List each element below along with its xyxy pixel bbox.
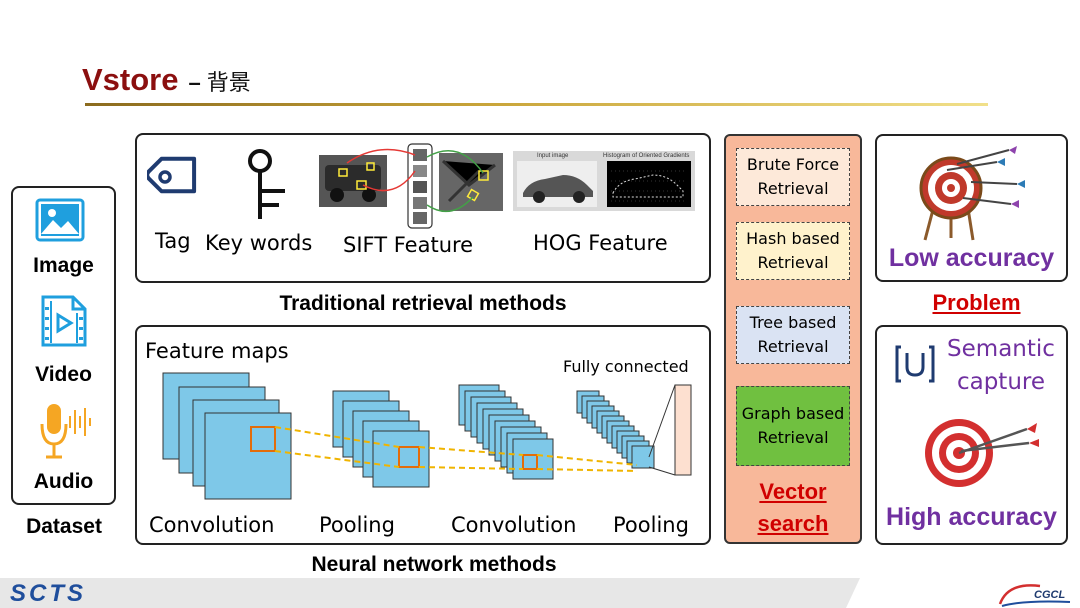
hog-histogram-caption: Histogram of Oriented Gradients [603, 153, 690, 159]
hog-input-caption: Input image [537, 153, 569, 159]
semantic-capture-icon [895, 345, 935, 383]
fully-connected-label: Fully connected [563, 357, 689, 376]
scts-logo: SCTS [10, 580, 87, 607]
feature-tag-label: Tag [155, 229, 191, 253]
high-accuracy-label: High accuracy [886, 503, 1057, 531]
vector-search-label-line2: search [757, 511, 829, 536]
hog-visualization [517, 161, 691, 207]
stage-convolution-1: Convolution [149, 513, 275, 537]
semantic-line2: capture [956, 369, 1046, 395]
hog-feature-image: Input image Histogram of Oriented Gradie… [513, 151, 695, 211]
feature-hog-label: HOG Feature [533, 231, 668, 255]
cgcl-logo-swoosh [998, 584, 1071, 607]
dataset-panel: Image Video Audio [11, 186, 116, 505]
title-subtitle: 背景 [206, 71, 251, 96]
traditional-panel: Input image Histogram of Oriented Gradie… [135, 133, 711, 283]
image-icon [35, 198, 85, 242]
sift-feature-image [319, 143, 503, 229]
dataset-item-image: Image [33, 254, 94, 277]
vector-search-label: Vector search [726, 476, 860, 540]
retrieval-graph-based: Graph based Retrieval [736, 386, 850, 466]
microphone-icon [40, 404, 91, 459]
video-icon [41, 295, 87, 347]
title-underline [85, 103, 988, 106]
title-text: Vstore [82, 62, 179, 97]
problem-panel: Low accuracy [875, 134, 1068, 282]
target-arrows-icon [919, 146, 1025, 241]
dataset-item-video: Video [35, 363, 92, 386]
neural-caption: Neural network methods [311, 553, 557, 576]
key-icon [248, 149, 285, 219]
dataset-item-audio: Audio [33, 470, 94, 493]
problem-label: Problem [932, 290, 1021, 315]
traditional-caption: Traditional retrieval methods [279, 292, 567, 315]
feature-sift-label: SIFT Feature [343, 233, 474, 257]
title-separator: – [188, 70, 201, 95]
feature-maps-label: Feature maps [145, 339, 289, 363]
dataset-label: Dataset [26, 515, 102, 538]
retrieval-hash-based: Hash based Retrieval [736, 222, 850, 280]
solution-panel: Semantic capture High accuracy [875, 325, 1068, 545]
page-title: Vstore–背景 [82, 62, 251, 98]
footer-right-area [860, 578, 1080, 608]
footer-slant [846, 578, 860, 608]
cnn-diagram [162, 372, 692, 500]
retrieval-tree-based: Tree based Retrieval [736, 306, 850, 364]
semantic-line1: Semantic [947, 336, 1055, 362]
retrieval-brute-force: Brute Force Retrieval [736, 148, 850, 206]
stage-pooling-2: Pooling [613, 513, 689, 537]
tag-icon [147, 156, 197, 194]
stage-convolution-2: Convolution [451, 513, 577, 537]
stage-pooling-1: Pooling [319, 513, 395, 537]
semantic-capture-label: Semantic capture [941, 333, 1061, 399]
low-accuracy-label: Low accuracy [888, 244, 1055, 272]
cgcl-logo: CGCL [1034, 589, 1066, 601]
vector-search-label-line1: Vector [759, 479, 827, 504]
vector-search-panel: Brute Force Retrieval Hash based Retriev… [724, 134, 862, 544]
feature-keywords-label: Key words [205, 231, 313, 255]
bullseye-icon [925, 419, 1039, 487]
neural-panel: Feature maps Fully connected [135, 325, 711, 545]
